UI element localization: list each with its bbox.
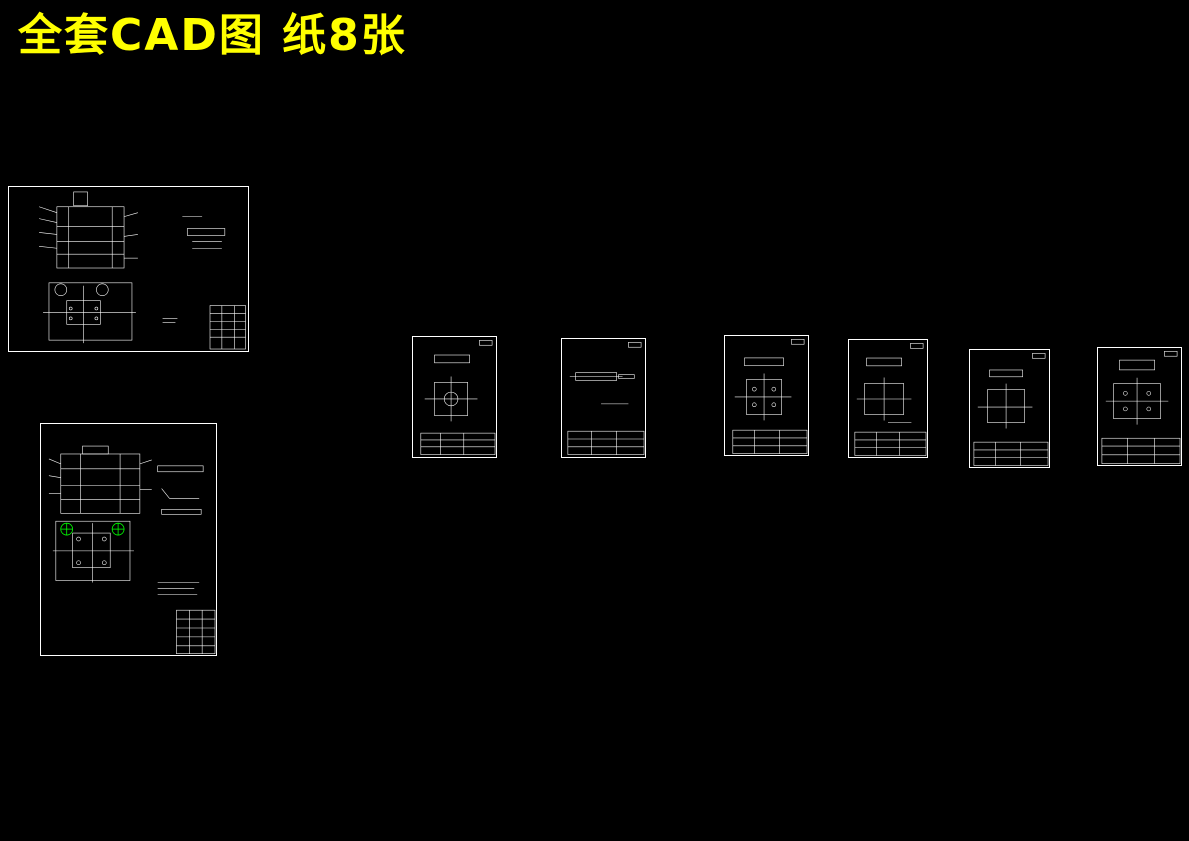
drawing-sheet-part-1[interactable]: [412, 336, 497, 458]
drawing-sheet-part-5[interactable]: [969, 349, 1050, 468]
drawing-part-1: [420, 340, 496, 455]
drawing-assembly-landscape: [38, 191, 246, 350]
drawing-sheet-part-3[interactable]: [724, 335, 809, 456]
drawing-sheet-part-4[interactable]: [848, 339, 928, 458]
drawing-sheet-assembly-landscape[interactable]: [8, 186, 249, 352]
drawing-assembly-portrait: [48, 445, 216, 654]
drawing-sheet-assembly-portrait[interactable]: [40, 423, 217, 656]
drawing-part-6: [1101, 351, 1181, 464]
drawing-part-3: [732, 339, 808, 454]
drawing-sheet-part-2[interactable]: [561, 338, 646, 458]
drawing-sheet-part-6[interactable]: [1097, 347, 1182, 466]
page-title: 全套CAD图 纸8张: [18, 10, 407, 61]
drawing-part-2: [567, 342, 645, 455]
drawing-part-4: [854, 343, 927, 456]
drawing-part-5: [973, 353, 1049, 466]
